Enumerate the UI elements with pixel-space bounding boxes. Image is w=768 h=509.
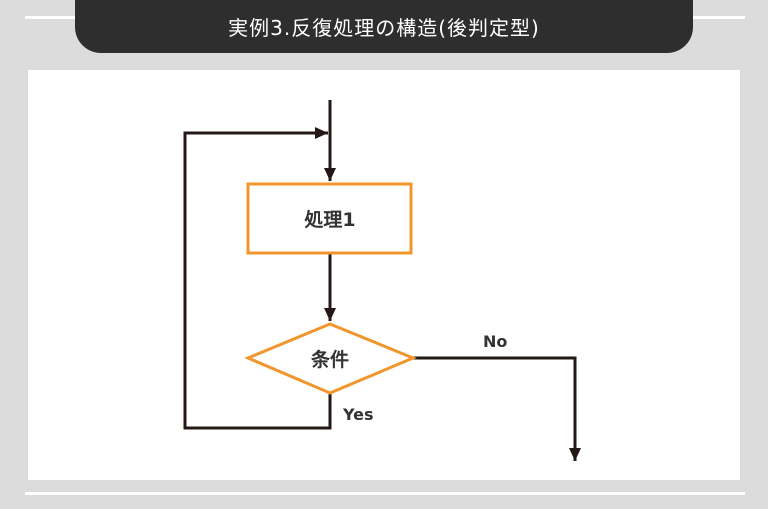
loop-back-arrow (183, 127, 332, 430)
process-label: 処理1 (304, 208, 355, 231)
condition-diamond (244, 322, 417, 395)
condition-label: 条件 (311, 348, 349, 371)
title-banner: 実例3.反復処理の構造(後判定型) (75, 0, 693, 53)
yes-label: Yes (342, 405, 374, 424)
bottom-divider (25, 492, 745, 495)
no-exit-arrow (413, 356, 581, 461)
page-title: 実例3.反復処理の構造(後判定型) (228, 16, 540, 40)
process-box (246, 182, 413, 255)
no-label: No (483, 332, 507, 351)
diagram-panel (28, 70, 740, 480)
